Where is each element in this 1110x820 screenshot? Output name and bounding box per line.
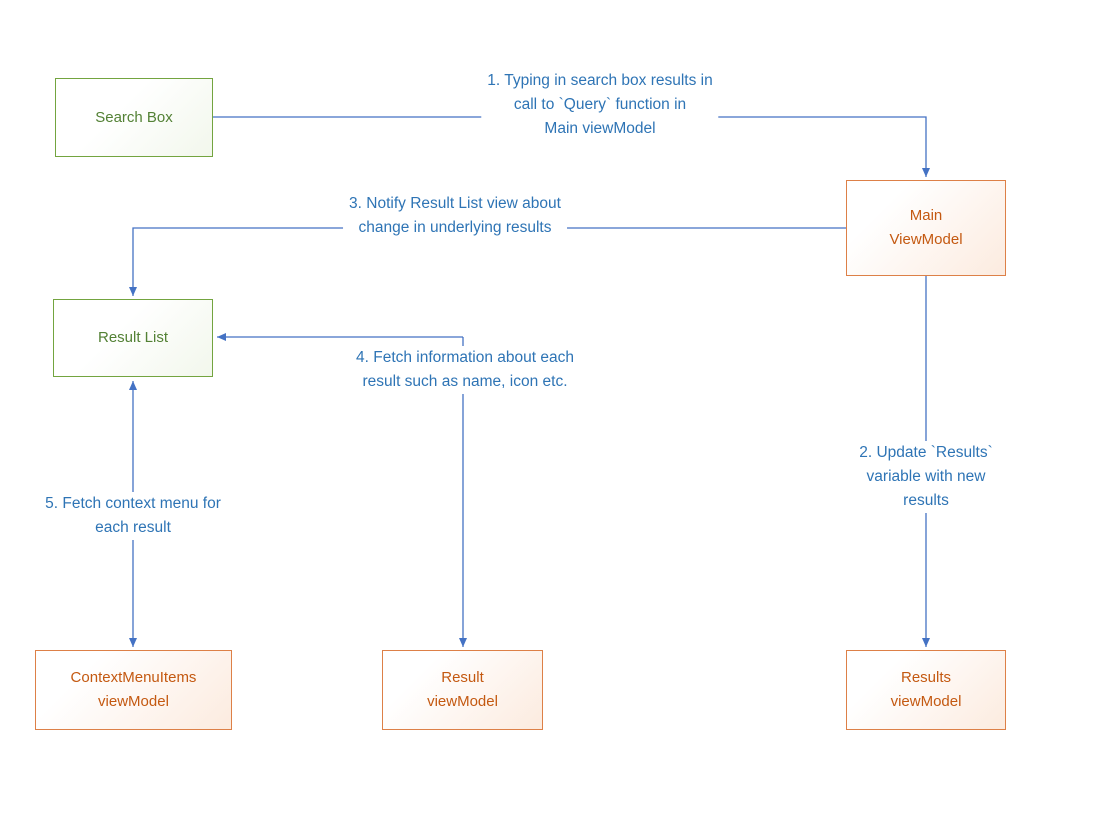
result-list-node: Result List bbox=[53, 299, 213, 377]
annotation-step4: 4. Fetch information about each result s… bbox=[350, 346, 580, 395]
main-viewmodel-label: Main ViewModel bbox=[889, 207, 963, 248]
annotation-step2: 2. Update `Results` variable with new re… bbox=[834, 441, 1018, 514]
results-viewmodel-label: Results viewModel bbox=[890, 669, 962, 710]
annotation-step3: 3. Notify Result List view about change … bbox=[343, 192, 567, 241]
search-box-node: Search Box bbox=[55, 78, 213, 157]
main-viewmodel-node: Main ViewModel bbox=[846, 180, 1006, 276]
contextmenuitems-viewmodel-label: ContextMenuItems viewModel bbox=[70, 669, 197, 710]
annotation-step5: 5. Fetch context menu for each result bbox=[39, 492, 227, 541]
contextmenuitems-viewmodel-node: ContextMenuItems viewModel bbox=[35, 650, 232, 730]
arrow-search-to-mainviewmodel bbox=[213, 116, 930, 177]
search-box-label: Search Box bbox=[95, 108, 173, 126]
result-viewmodel-label: Result viewModel bbox=[427, 669, 498, 710]
result-viewmodel-node: Result viewModel bbox=[382, 650, 543, 730]
annotation-step1: 1. Typing in search box results in call … bbox=[481, 69, 719, 142]
results-viewmodel-node: Results viewModel bbox=[846, 650, 1006, 730]
arrow-mainviewmodel-to-resultlist bbox=[129, 227, 846, 296]
result-list-label: Result List bbox=[97, 329, 169, 346]
